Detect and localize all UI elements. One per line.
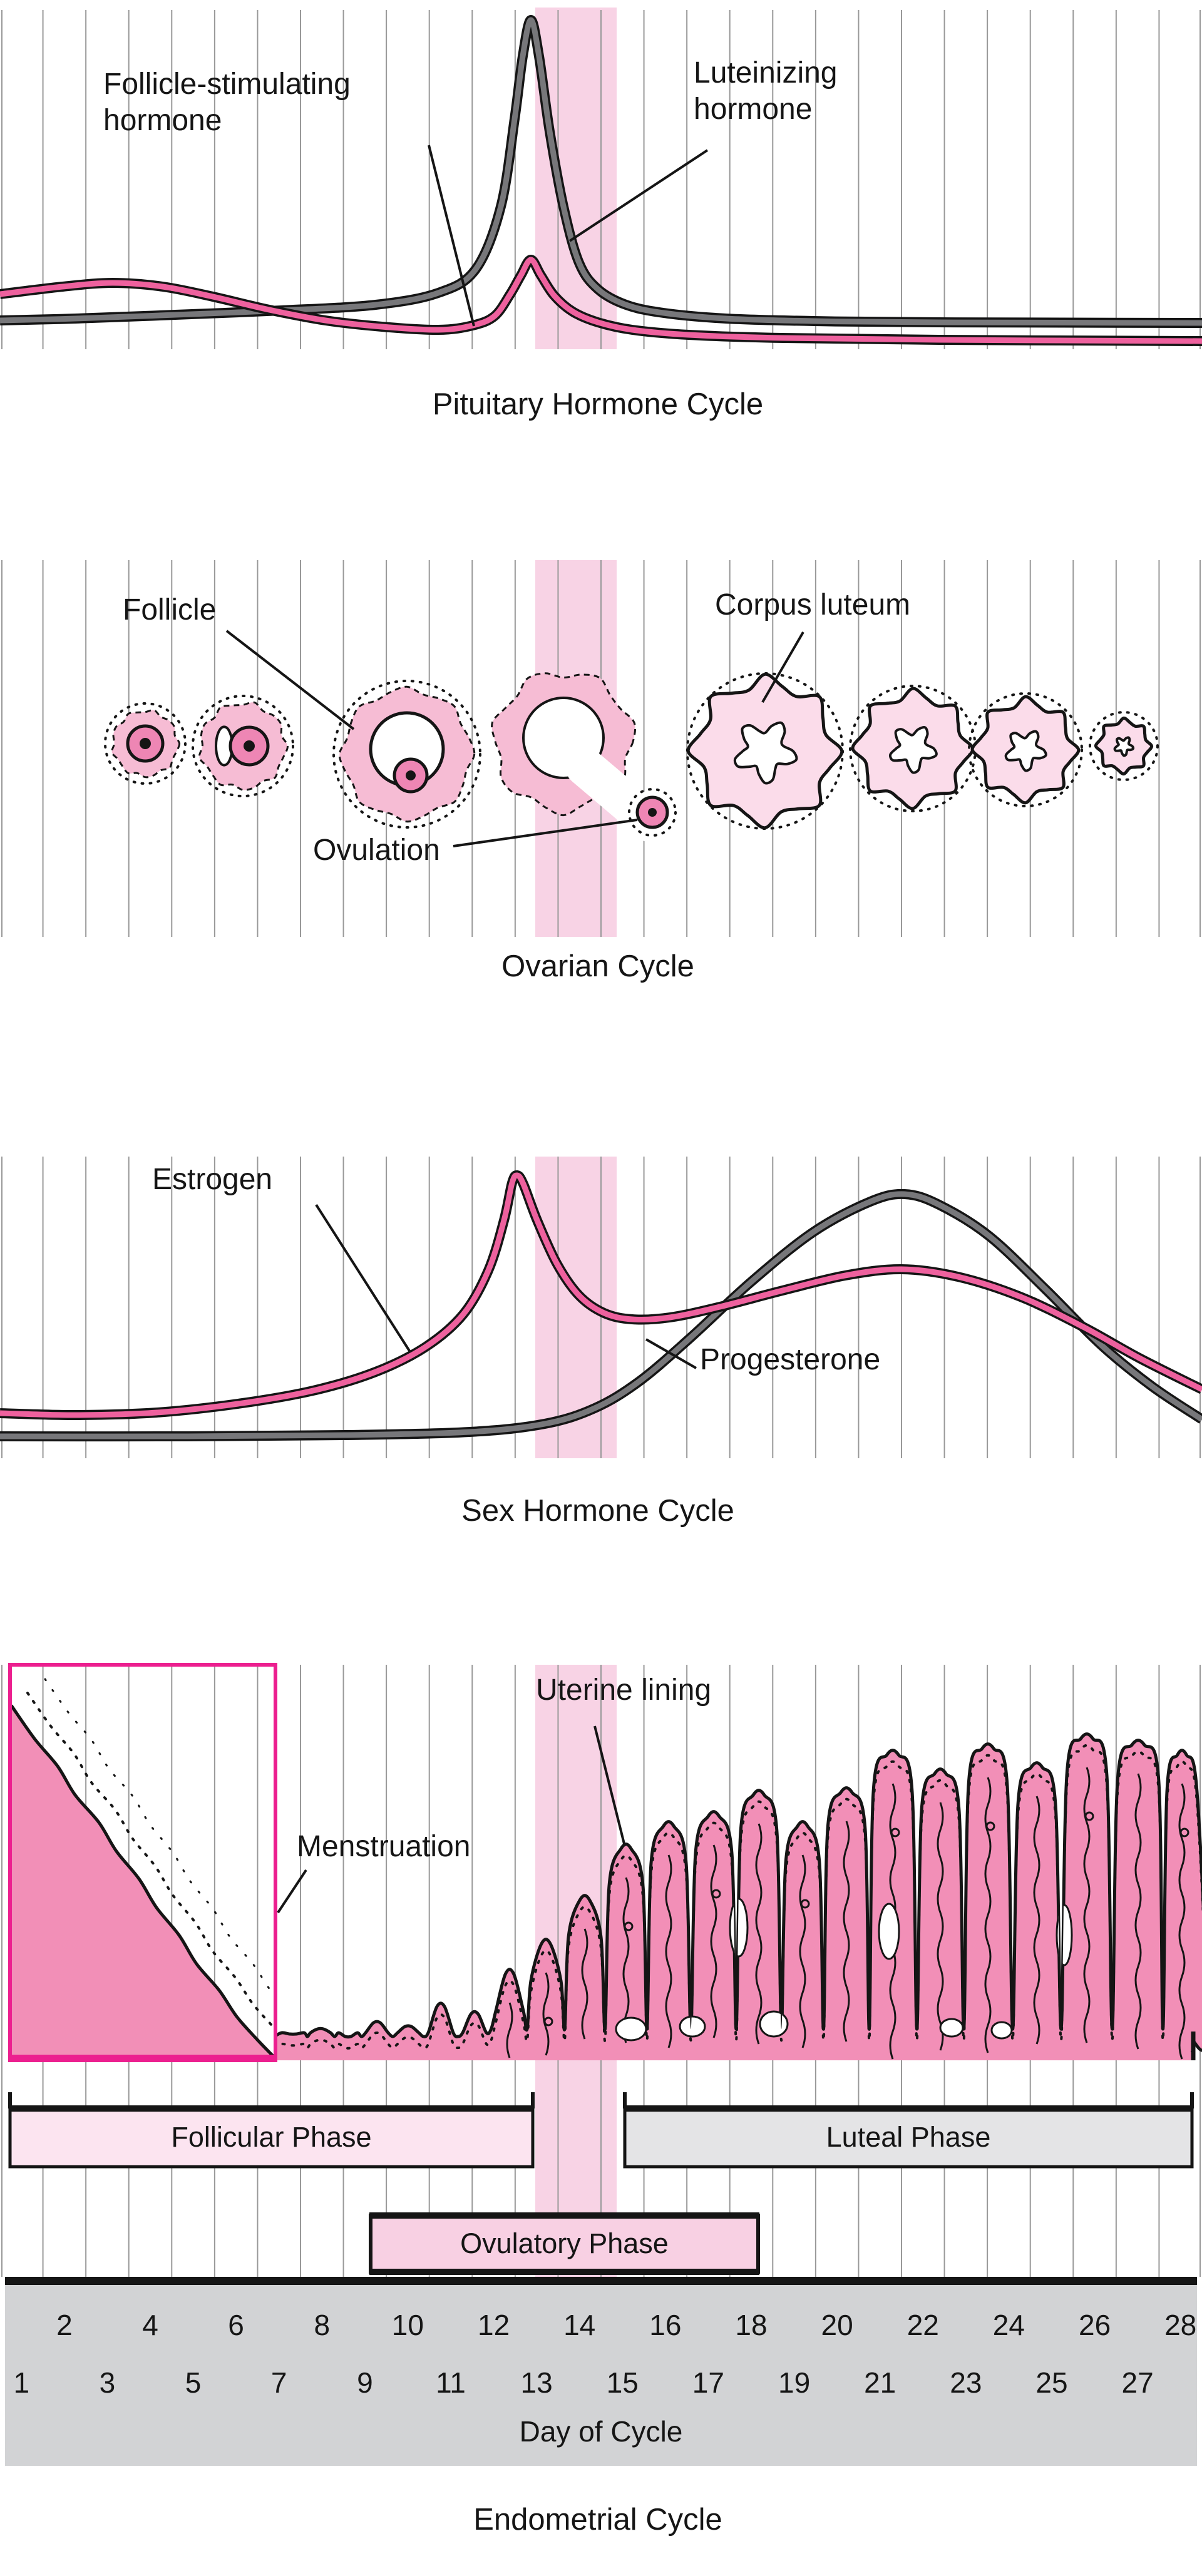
day-number-11: 11: [436, 2366, 466, 2399]
day-number-4: 4: [142, 2309, 158, 2341]
day-number-28: 28: [1164, 2309, 1197, 2341]
day-number-12: 12: [478, 2309, 510, 2341]
ovulatory-phase-bar-label: Ovulatory Phase: [460, 2227, 669, 2259]
follicle-speckle-ring: [628, 788, 677, 837]
fsh-label: Follicle-stimulating hormone: [103, 66, 351, 139]
oocyte-nucleus: [244, 740, 255, 752]
day-number-14: 14: [563, 2309, 596, 2341]
day-number-23: 23: [950, 2366, 982, 2399]
pointer-line: [315, 1204, 411, 1353]
follicle-speckle-ring: [104, 702, 187, 785]
sex-hormone-cycle-title: Sex Hormone Cycle: [461, 1494, 734, 1528]
day-axis-line: [5, 2277, 1197, 2285]
menstruation-label: Menstruation: [297, 1830, 471, 1863]
ovarian-cycle-title: Ovarian Cycle: [501, 949, 694, 983]
corpus-luteum-cavity: [1004, 730, 1047, 772]
pointer-line: [453, 819, 638, 847]
menstruation-debris: [26, 1678, 274, 2030]
lh-label: Luteinizing hormone: [694, 55, 838, 128]
follicle-label: Follicle: [123, 593, 217, 626]
fsh-label-line1: Follicle-stimulating: [103, 68, 351, 101]
pointer-line: [761, 631, 804, 703]
corpus-luteum-cavity: [1113, 736, 1135, 757]
uterine-lining-label: Uterine lining: [536, 1674, 712, 1707]
luteal-phase-bar: [623, 2107, 1194, 2169]
lh-curve: [0, 17, 1202, 326]
uterine-lining-detail: [274, 1744, 1202, 2060]
oocyte-nucleus: [406, 770, 416, 780]
follicular-phase-bar-label: Follicular Phase: [171, 2121, 372, 2153]
day-number-9: 9: [357, 2366, 373, 2399]
day-number-19: 19: [778, 2366, 811, 2399]
gridlines-ovarian: [1, 560, 1201, 937]
fsh-label-line2: hormone: [103, 104, 222, 137]
day-number-27: 27: [1121, 2366, 1154, 2399]
estrogen-curve: [0, 1172, 1202, 1418]
day-number-17: 17: [692, 2366, 724, 2399]
progesterone-curve: [0, 1191, 1202, 1439]
follicular-phase-bar: [8, 2107, 535, 2169]
day-number-20: 20: [821, 2309, 853, 2341]
follicle-speckle-ring: [1089, 711, 1159, 781]
luteal-phase-bar-label: Luteal Phase: [826, 2121, 991, 2153]
day-number-25: 25: [1035, 2366, 1068, 2399]
follicle-speckle-ring: [968, 692, 1083, 807]
day-of-cycle-label: Day of Cycle: [519, 2415, 683, 2448]
pointer-line: [593, 1725, 626, 1847]
day-number-5: 5: [185, 2366, 202, 2399]
oocyte-nucleus: [140, 738, 151, 749]
gridlines-sex: [1, 1157, 1201, 1458]
day-number-2: 2: [56, 2309, 73, 2341]
day-number-24: 24: [992, 2309, 1025, 2341]
day-number-16: 16: [649, 2309, 682, 2341]
follicle-speckle-ring: [332, 680, 481, 829]
day-number-18: 18: [735, 2309, 768, 2341]
menstruation-shedding-fill: [11, 1705, 274, 2057]
day-number-8: 8: [314, 2309, 331, 2341]
progesterone-label: Progesterone: [700, 1343, 881, 1376]
pituitary-cycle-title: Pituitary Hormone Cycle: [432, 387, 764, 421]
day-number-26: 26: [1079, 2309, 1111, 2341]
corpus-luteum-label: Corpus luteum: [715, 588, 911, 621]
egg-nucleus: [648, 808, 657, 817]
pointer-line: [225, 630, 355, 730]
endometrial-cycle-title: Endometrial Cycle: [473, 2503, 722, 2537]
day-number-7: 7: [270, 2366, 287, 2399]
lh-label-line1: Luteinizing: [694, 56, 838, 89]
day-number-3: 3: [99, 2366, 116, 2399]
day-number-22: 22: [907, 2309, 939, 2341]
follicle-speckle-ring: [192, 695, 294, 797]
day-number-21: 21: [864, 2366, 896, 2399]
pointer-line: [277, 1869, 307, 1914]
day-number-10: 10: [391, 2309, 424, 2341]
ovulation-label: Ovulation: [313, 834, 440, 867]
day-number-15: 15: [606, 2366, 639, 2399]
uterine-lining-fill: [274, 1734, 1202, 2060]
day-number-6: 6: [228, 2309, 244, 2341]
uterine-lining-outline: [273, 1732, 1202, 2052]
lh-label-line2: hormone: [694, 93, 813, 126]
corpus-luteum-cavity: [733, 721, 798, 785]
fsh-curve: [0, 257, 1202, 344]
corpus-luteum-cavity: [888, 726, 938, 774]
gridlines-pituitary: [1, 10, 1201, 349]
pointer-line: [568, 149, 709, 242]
menstruation-shedding-edge: [9, 1704, 275, 2058]
estrogen-label: Estrogen: [152, 1163, 273, 1196]
day-number-13: 13: [520, 2366, 553, 2399]
pointer-line: [645, 1338, 697, 1369]
day-number-1: 1: [13, 2366, 30, 2399]
pointer-line: [428, 145, 475, 327]
day-axis-strip: [5, 2285, 1197, 2466]
